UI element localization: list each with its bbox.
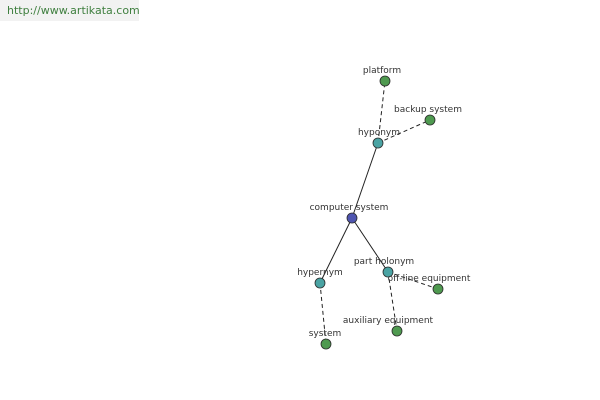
node-hyponym[interactable]: hyponym (358, 128, 400, 149)
node-dot-hyponym[interactable] (372, 137, 384, 149)
nodes-layer: computer system hyponym hypernym part holon… (297, 66, 471, 350)
node-label-auxiliary-equipment[interactable]: auxiliary equipment (343, 316, 434, 326)
edge-hyponym-to-platform (377, 80, 386, 144)
node-off-line-equipment[interactable]: off-line equipment (388, 274, 471, 295)
node-dot-computer-system[interactable] (346, 212, 358, 224)
edge-computer-system-to-part-holonym (351, 217, 389, 273)
node-label-hyponym[interactable]: hyponym (358, 128, 400, 138)
node-hypernym[interactable]: hypernym (297, 268, 343, 289)
node-label-hypernym[interactable]: hypernym (297, 268, 343, 278)
edge-hypernym-to-system (319, 282, 327, 345)
node-label-computer-system[interactable]: computer system (310, 203, 389, 213)
edge-part-holonym-to-auxiliary-equipment (387, 271, 398, 332)
node-dot-backup-system[interactable] (424, 114, 436, 126)
edge-part-holonym-to-off-line-equipment (387, 271, 439, 290)
node-dot-auxiliary-equipment[interactable] (391, 325, 403, 337)
node-dot-hypernym[interactable] (314, 277, 326, 289)
edge-hyponym-to-backup-system (377, 119, 431, 144)
node-platform[interactable]: platform (363, 66, 401, 87)
node-dot-platform[interactable] (379, 75, 391, 87)
node-dot-system[interactable] (320, 338, 332, 350)
watermark-link[interactable]: http://www.artikata.com (0, 0, 140, 21)
node-dot-part-holonym[interactable] (382, 266, 394, 278)
node-label-off-line-equipment[interactable]: off-line equipment (388, 274, 471, 284)
node-system[interactable]: system (309, 329, 342, 350)
node-label-part-holonym[interactable]: part holonym (354, 257, 414, 267)
node-auxiliary-equipment[interactable]: auxiliary equipment (343, 316, 434, 337)
node-label-system[interactable]: system (309, 329, 342, 339)
node-backup-system[interactable]: backup system (394, 105, 462, 126)
node-label-backup-system[interactable]: backup system (394, 105, 462, 115)
node-label-platform[interactable]: platform (363, 66, 401, 76)
node-computer-system[interactable]: computer system (310, 203, 389, 224)
edge-computer-system-to-hyponym (351, 142, 379, 219)
edges-layer (319, 80, 439, 345)
edge-computer-system-to-hypernym (319, 217, 353, 284)
node-part-holonym[interactable]: part holonym (354, 257, 414, 278)
node-dot-off-line-equipment[interactable] (432, 283, 444, 295)
